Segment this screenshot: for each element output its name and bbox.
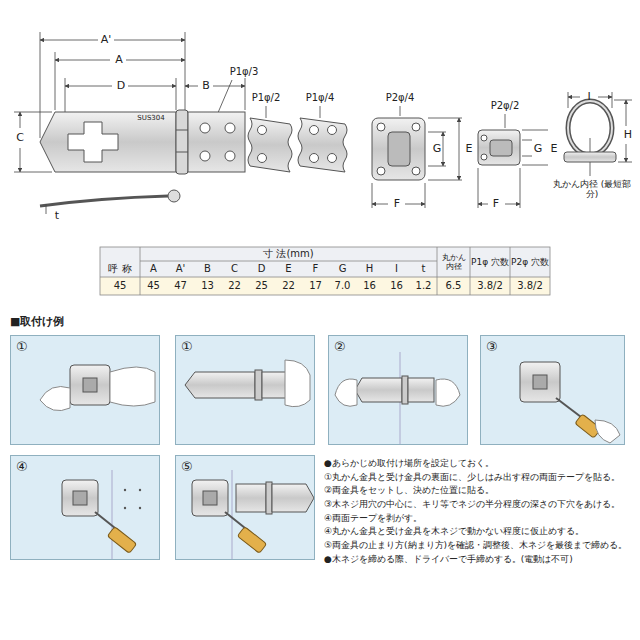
dimension-label: P1φ/2 xyxy=(244,90,288,106)
dimension-label: C xyxy=(12,130,28,146)
instruction-note: ⑤両金具の止まり方(納まり方)を確認・調整後、木ネジを最後まで締める。 xyxy=(324,540,634,552)
step-panel: ① xyxy=(175,335,315,445)
table-cell: 16 xyxy=(356,277,383,295)
table-cell: B xyxy=(194,261,221,277)
dimension-label: E xyxy=(548,141,560,157)
table-cell: D xyxy=(248,261,275,277)
dimension-label: 丸かん内径 (最短部分) xyxy=(550,176,634,202)
table-cell: E xyxy=(275,261,302,277)
table-cell: A' xyxy=(167,261,194,277)
dimension-label: P2φ/4 xyxy=(378,90,422,106)
step-number: ⑤ xyxy=(181,459,193,474)
table-cell: 1.2 xyxy=(410,277,437,295)
table-cell: A xyxy=(140,261,167,277)
instruction-note: ②両金具をセットし、決めた位置に貼る。 xyxy=(324,485,634,497)
section-heading: ■取付け例 xyxy=(10,314,64,330)
table-cell: P2φ 穴数 xyxy=(510,247,550,277)
dimension-label: A' xyxy=(96,32,116,48)
table-cell: 3.8/2 xyxy=(470,277,510,295)
step-panel: ③ xyxy=(480,335,625,445)
table-cell: 25 xyxy=(248,277,275,295)
table-cell: 呼 称 xyxy=(100,261,140,277)
dimension-label: F xyxy=(388,196,406,212)
step-panel: ④ xyxy=(10,455,160,560)
step-number: ④ xyxy=(16,459,28,474)
instruction-note: ●木ネジを締める際、ドライバーで手締めする。(電動は不可) xyxy=(324,554,634,566)
instruction-note: ④両面テープを剥がす。 xyxy=(324,513,634,525)
dimension-label: H xyxy=(620,127,636,143)
table-cell: 7.0 xyxy=(329,277,356,295)
table-cell: 22 xyxy=(275,277,302,295)
table-cell: 16 xyxy=(383,277,410,295)
step-number: ③ xyxy=(486,339,498,354)
dimension-label: B xyxy=(197,78,215,94)
instruction-note: ④丸かん金具と受け金具を木ネジで動かない程度に仮止めする。 xyxy=(324,526,634,538)
table-cell: G xyxy=(329,261,356,277)
table-cell: P1φ 穴数 xyxy=(470,247,510,277)
table-cell: 丸かん 内径 xyxy=(437,247,470,277)
table-cell: t xyxy=(410,261,437,277)
dimension-label: E xyxy=(462,141,476,157)
dimension-label: G xyxy=(532,141,544,157)
step-number: ① xyxy=(181,339,193,354)
table-cell: 22 xyxy=(221,277,248,295)
step-number: ② xyxy=(334,339,346,354)
table-cell: 17 xyxy=(302,277,329,295)
dimension-label: P2φ/2 xyxy=(482,98,528,114)
table-cell: H xyxy=(356,261,383,277)
instruction-note: ●あらかじめ取付け場所を設定しておく。 xyxy=(324,458,634,470)
table-cell: I xyxy=(383,261,410,277)
dimension-label: P1φ/4 xyxy=(298,90,342,106)
dimension-label: F xyxy=(487,196,505,212)
dimension-label: A xyxy=(110,52,128,68)
table-cell: 47 xyxy=(167,277,194,295)
instruction-note: ①丸かん金具と受け金具の裏面に、少しはみ出す程の両面テープを貼る。 xyxy=(324,472,634,484)
step-number: ① xyxy=(16,339,28,354)
dimension-label: G xyxy=(430,141,444,157)
dimension-label: t xyxy=(50,208,64,224)
table-cell: 45 xyxy=(100,277,140,295)
table-cell: 45 xyxy=(140,277,167,295)
dimension-label: I xyxy=(581,89,597,105)
table-cell: 寸 法(mm) xyxy=(140,247,437,261)
dimension-label: P1φ/3 xyxy=(222,64,266,80)
dimension-label: D xyxy=(112,78,130,94)
step-panel: ① xyxy=(10,335,160,445)
table-cell: 6.5 xyxy=(437,277,470,295)
instruction-note: ③木ネジ用穴の中心に、キリ等でネジの半分程度の深さの下穴をあける。 xyxy=(324,499,634,511)
table-cell: 13 xyxy=(194,277,221,295)
dimension-label: SUS304 xyxy=(128,112,174,124)
table-cell: C xyxy=(221,261,248,277)
step-panel: ⑤ xyxy=(175,455,315,560)
table-cell: 3.8/2 xyxy=(510,277,550,295)
step-panel: ② xyxy=(328,335,468,445)
table-cell: F xyxy=(302,261,329,277)
